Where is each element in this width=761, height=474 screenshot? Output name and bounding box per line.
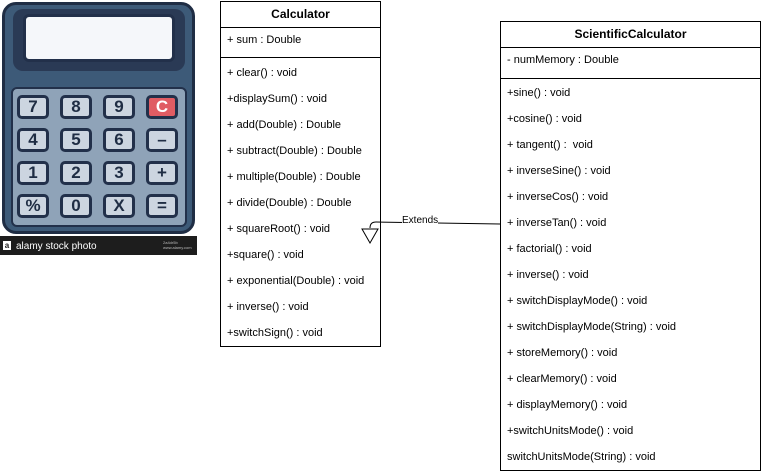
calculator-key: 0 bbox=[60, 194, 92, 218]
attribute: - numMemory : Double bbox=[507, 54, 619, 66]
method: + clear() : void bbox=[227, 67, 297, 79]
calculator-key: 5 bbox=[60, 128, 92, 152]
calculator-key: X bbox=[103, 194, 135, 218]
method: + clearMemory() : void bbox=[507, 373, 617, 385]
method: +displaySum() : void bbox=[227, 93, 327, 105]
divider bbox=[221, 27, 380, 28]
method: + squareRoot() : void bbox=[227, 223, 331, 235]
calculator-key: = bbox=[146, 194, 178, 218]
watermark-logo: a bbox=[3, 241, 11, 250]
extends-label: Extends bbox=[402, 215, 439, 226]
calculator-key: C bbox=[146, 95, 178, 119]
calculator-key: – bbox=[146, 128, 178, 152]
divider bbox=[221, 57, 380, 58]
method: + storeMemory() : void bbox=[507, 347, 618, 359]
scientific-calculator-class-box[interactable]: ScientificCalculator - numMemory : Doubl… bbox=[500, 21, 761, 471]
calculator-class-box[interactable]: Calculator + sum : Double + clear() : vo… bbox=[220, 1, 381, 347]
calculator-key: 3 bbox=[103, 161, 135, 185]
method: + displayMemory() : void bbox=[507, 399, 628, 411]
method: + switchDisplayMode() : void bbox=[507, 295, 648, 307]
calculator-key: 9 bbox=[103, 95, 135, 119]
calculator-key: 8 bbox=[60, 95, 92, 119]
method: + switchDisplayMode(String) : void bbox=[507, 321, 677, 333]
method: + factorial() : void bbox=[507, 243, 592, 255]
calculator-key: 2 bbox=[60, 161, 92, 185]
method: + add(Double) : Double bbox=[227, 119, 342, 131]
calculator-key: + bbox=[146, 161, 178, 185]
method: + inverseCos() : void bbox=[507, 191, 609, 203]
watermark-bar bbox=[0, 236, 197, 255]
method: + inverseTan() : void bbox=[507, 217, 607, 229]
calculator-key: 1 bbox=[17, 161, 49, 185]
extends-line bbox=[369, 221, 501, 229]
method: +switchSign() : void bbox=[227, 327, 323, 339]
calculator-key: 7 bbox=[17, 95, 49, 119]
generalization-arrowhead-icon bbox=[361, 228, 379, 245]
method: +cosine() : void bbox=[507, 113, 582, 125]
calculator-key: % bbox=[17, 194, 49, 218]
method: + subtract(Double) : Double bbox=[227, 145, 362, 157]
attribute: + sum : Double bbox=[227, 34, 302, 46]
method: + tangent() : void bbox=[507, 139, 593, 151]
method: +switchUnitsMode() : void bbox=[507, 425, 634, 437]
watermark-text: alamy stock photo bbox=[16, 241, 97, 252]
calculator-screen bbox=[23, 14, 175, 62]
method: + inverseSine() : void bbox=[507, 165, 611, 177]
calculator-display-frame bbox=[13, 9, 185, 71]
method: +sine() : void bbox=[507, 87, 571, 99]
calculator-key: 4 bbox=[17, 128, 49, 152]
class-name: ScientificCalculator bbox=[574, 27, 687, 41]
watermark-small-print: 2a4dr5b www.alamy.com bbox=[163, 240, 192, 250]
method: + divide(Double) : Double bbox=[227, 197, 352, 209]
method: + inverse() : void bbox=[507, 269, 589, 281]
divider bbox=[501, 47, 760, 48]
method: switchUnitsMode(String) : void bbox=[507, 451, 656, 463]
method: + exponential(Double) : void bbox=[227, 275, 365, 287]
class-name: Calculator bbox=[271, 7, 330, 21]
divider bbox=[501, 78, 760, 79]
method: + inverse() : void bbox=[227, 301, 309, 313]
calculator-key: 6 bbox=[103, 128, 135, 152]
method: +square() : void bbox=[227, 249, 304, 261]
method: + multiple(Double) : Double bbox=[227, 171, 361, 183]
